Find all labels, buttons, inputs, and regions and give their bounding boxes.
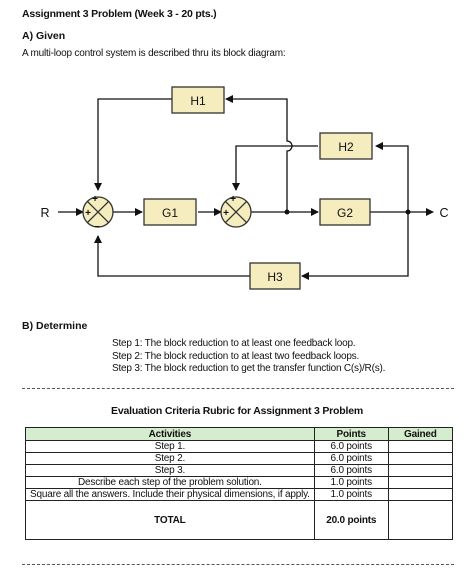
block-g2-label: G2 — [337, 206, 353, 220]
header-points: Points — [313, 427, 389, 441]
table-row: Describe each step of the problem soluti… — [25, 476, 454, 489]
step-item: Step 3: The block reduction to get the t… — [112, 363, 386, 374]
j1-left-sign: + — [85, 208, 91, 219]
gained-cell — [387, 440, 454, 453]
header-gained: Gained — [387, 427, 454, 441]
gained-cell — [387, 452, 454, 465]
points-cell: 6.0 points — [313, 464, 389, 477]
h2-feedback-line — [232, 145, 318, 191]
problem-description: A multi-loop control system is described… — [22, 48, 286, 59]
rubric-header-row: Activities Points Gained — [25, 427, 454, 441]
gained-cell — [387, 488, 454, 501]
block-h2 — [319, 132, 373, 160]
activity-cell: Step 3. — [25, 464, 315, 477]
block-diagram: H1 H2 G1 G2 H3 R C + + − + + — [40, 86, 449, 290]
steps-list: Step 1: The block reduction to at least … — [112, 338, 385, 376]
total-row: TOTAL 20.0 points — [25, 500, 454, 540]
rubric-table: Activities Points Gained Step 1. 6.0 poi… — [25, 427, 454, 540]
rubric-title: Evaluation Criteria Rubric for Assignmen… — [111, 405, 363, 417]
j2-left-sign: + — [223, 208, 229, 219]
block-h3 — [249, 262, 301, 290]
block-h1 — [171, 86, 225, 114]
step-item: Step 2: The block reduction to at least … — [112, 350, 360, 362]
table-row: Step 1. 6.0 points — [25, 440, 454, 453]
table-row: Step 2. 6.0 points — [25, 452, 454, 465]
divider-bottom — [22, 564, 454, 565]
block-h3-label: H3 — [267, 270, 283, 284]
activity-cell: Describe each step of the problem soluti… — [25, 476, 315, 489]
j2-top-sign: + — [230, 194, 236, 205]
summing-junction-2 — [220, 196, 252, 228]
total-points: 20.0 points — [313, 500, 389, 540]
branch-node-g2 — [405, 209, 411, 215]
activity-cell: Step 2. — [25, 452, 315, 465]
block-h1-label: H1 — [190, 94, 206, 108]
header-activities: Activities — [25, 427, 315, 441]
points-cell: 6.0 points — [313, 440, 389, 453]
block-h2-label: H2 — [338, 140, 354, 154]
points-cell: 6.0 points — [313, 452, 389, 465]
h3-forward-line — [301, 212, 409, 280]
gained-cell — [387, 464, 454, 477]
activity-cell: Square all the answers. Include their ph… — [25, 488, 315, 501]
block-g1-label: G1 — [162, 206, 178, 220]
step-item: Step 1: The block reduction to at least … — [112, 338, 356, 349]
points-cell: 1.0 points — [313, 476, 389, 489]
page-title: Assignment 3 Problem (Week 3 - 20 pts.) — [22, 8, 217, 20]
h3-feedback-line — [94, 235, 250, 277]
total-gained-cell — [387, 500, 454, 540]
total-label: TOTAL — [25, 500, 315, 540]
input-label: R — [40, 206, 49, 220]
activity-cell: Step 1. — [25, 440, 315, 453]
section-a-heading: A) Given — [22, 30, 66, 42]
points-cell: 1.0 points — [313, 488, 389, 501]
table-row: Step 3. 6.0 points — [25, 464, 454, 477]
j1-top-sign: + — [92, 194, 98, 205]
j1-bottom-sign: − — [94, 222, 100, 233]
block-g1 — [143, 198, 197, 226]
divider-top — [22, 388, 454, 389]
section-b-heading: B) Determine — [22, 320, 88, 332]
h2-forward-line — [375, 142, 409, 212]
block-g2 — [319, 198, 371, 226]
table-row: Square all the answers. Include their ph… — [25, 488, 454, 501]
gained-cell — [387, 476, 454, 489]
summing-junction-1 — [82, 196, 114, 228]
h1-feedback-line — [94, 98, 172, 191]
branch-node-j2 — [284, 209, 290, 215]
h1-forward-line — [225, 95, 293, 212]
output-label: C — [439, 206, 448, 220]
